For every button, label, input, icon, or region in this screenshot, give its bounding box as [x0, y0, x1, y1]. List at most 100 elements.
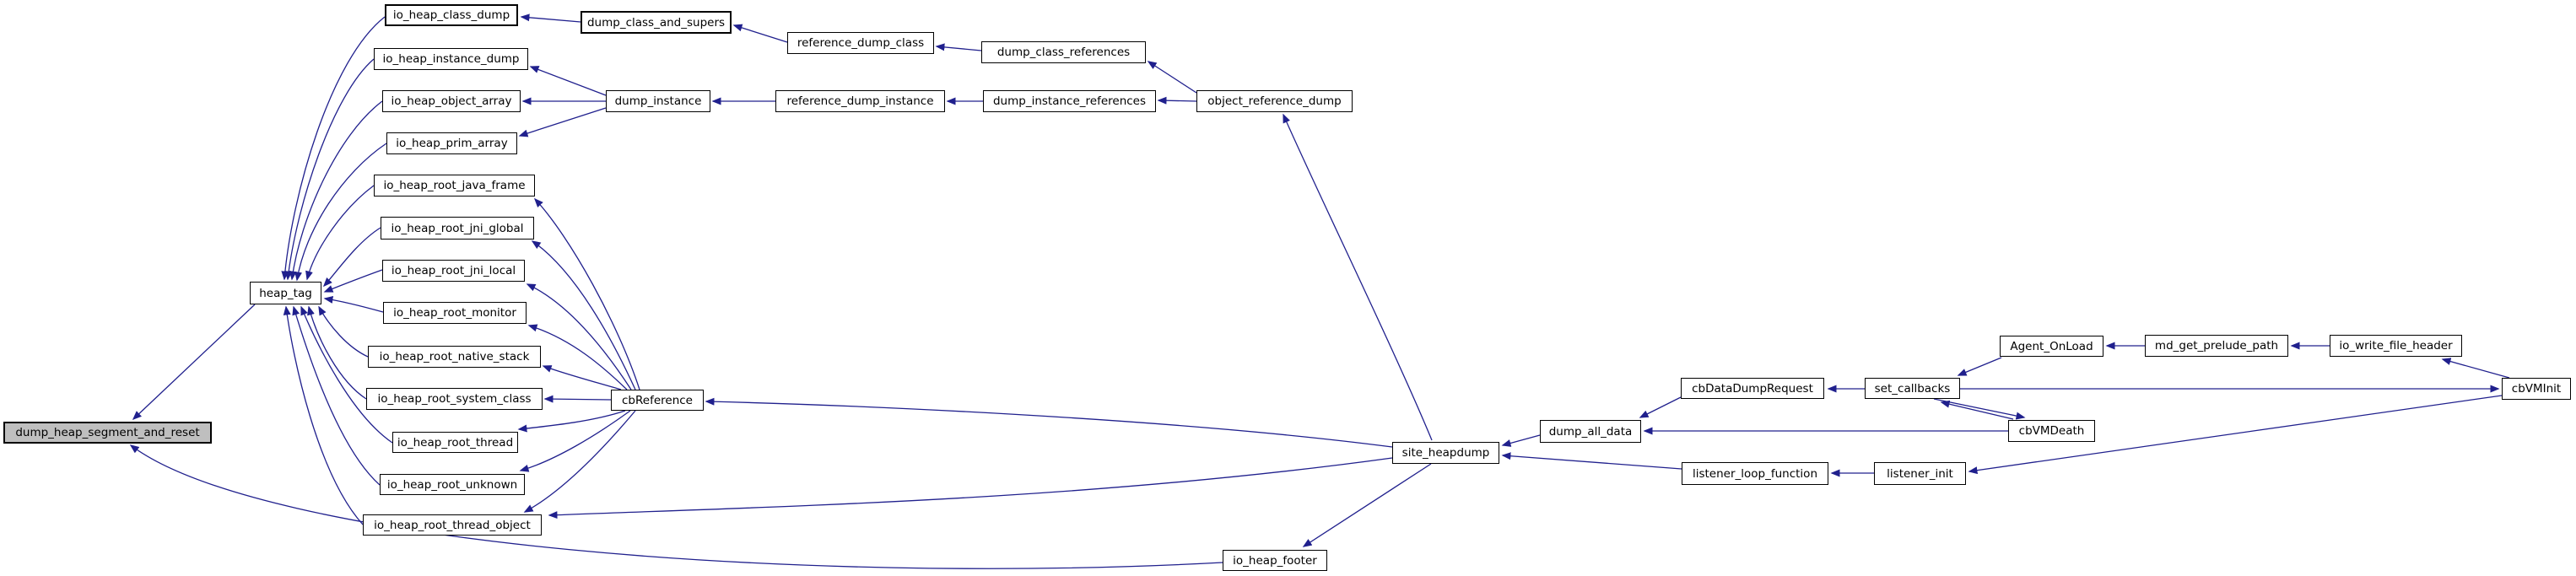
graph-node-label: io_heap_object_array	[391, 94, 512, 108]
graph-node-label: io_heap_root_thread_object	[374, 518, 531, 532]
graph-node-label: io_heap_root_monitor	[393, 306, 516, 320]
graph-node-io_heap_footer[interactable]: io_heap_footer	[1223, 550, 1327, 571]
graph-node-label: io_heap_root_native_stack	[379, 350, 530, 363]
edge-object_reference_dump-to-dump_class_references	[1147, 61, 1197, 94]
graph-node-label: io_write_file_header	[2339, 339, 2453, 353]
graph-node-label: io_heap_instance_dump	[382, 52, 520, 66]
graph-node-dump_class_and_supers[interactable]: dump_class_and_supers	[581, 11, 732, 34]
edge-dump_all_data-to-site_heapdump	[1501, 434, 1541, 447]
graph-node-cbDataDumpRequest[interactable]: cbDataDumpRequest	[1681, 378, 1824, 399]
graph-node-io_heap_prim_array[interactable]: io_heap_prim_array	[386, 132, 517, 154]
graph-node-label: md_get_prelude_path	[2154, 339, 2279, 353]
graph-node-label: io_heap_root_system_class	[377, 392, 532, 406]
edge-cbReference-to-io_heap_root_unknown	[519, 410, 631, 472]
edge-cbReference-to-io_heap_root_system_class	[543, 395, 612, 403]
edge-cbReference-to-io_heap_root_java_frame	[533, 197, 640, 390]
edge-io_heap_root_java_frame-to-heap_tag	[305, 185, 375, 281]
graph-node-label: cbVMDeath	[2018, 424, 2085, 438]
edge-cbVMDeath-to-set_callbacks	[1940, 400, 2014, 420]
graph-node-label: dump_heap_segment_and_reset	[15, 426, 200, 439]
edge-Agent_OnLoad-to-set_callbacks	[1957, 357, 2002, 376]
edge-object_reference_dump-to-dump_instance_references	[1157, 96, 1197, 105]
graph-node-io_heap_class_dump[interactable]: io_heap_class_dump	[385, 4, 518, 26]
edge-listener_loop_function-to-site_heapdump	[1501, 452, 1682, 470]
edge-io_heap_root_jni_local-to-heap_tag	[323, 269, 383, 293]
graph-node-io_heap_instance_dump[interactable]: io_heap_instance_dump	[374, 48, 528, 70]
edge-dump_class_references-to-reference_dump_class	[935, 43, 982, 51]
graph-node-label: Agent_OnLoad	[2010, 339, 2093, 353]
edge-io_heap_object_array-to-heap_tag	[289, 100, 383, 281]
graph-node-io_heap_root_jni_local[interactable]: io_heap_root_jni_local	[382, 260, 525, 282]
graph-node-dump_class_references[interactable]: dump_class_references	[981, 41, 1146, 63]
graph-node-label: cbReference	[622, 393, 693, 407]
graph-node-io_heap_root_thread[interactable]: io_heap_root_thread	[392, 432, 518, 453]
graph-node-io_heap_root_system_class[interactable]: io_heap_root_system_class	[366, 388, 543, 410]
graph-node-dump_instance[interactable]: dump_instance	[606, 90, 710, 112]
graph-node-label: dump_class_references	[996, 46, 1131, 59]
graph-node-label: object_reference_dump	[1207, 94, 1342, 108]
edge-cbVMInit-to-io_write_file_header	[2441, 358, 2510, 379]
graph-node-io_heap_root_jni_global[interactable]: io_heap_root_jni_global	[381, 217, 534, 240]
graph-node-label: dump_instance	[614, 94, 702, 108]
graph-node-md_get_prelude_path[interactable]: md_get_prelude_path	[2145, 335, 2288, 357]
graph-node-dump_instance_references[interactable]: dump_instance_references	[983, 90, 1156, 112]
graph-node-io_heap_object_array[interactable]: io_heap_object_array	[382, 90, 521, 112]
graph-node-label: io_heap_prim_array	[396, 137, 508, 150]
edge-site_heapdump-to-io_heap_root_thread_object	[548, 457, 1393, 519]
graph-node-Agent_OnLoad[interactable]: Agent_OnLoad	[2000, 336, 2103, 357]
edge-dump_class_and_supers-to-io_heap_class_dump	[520, 13, 581, 23]
graph-node-io_heap_root_native_stack[interactable]: io_heap_root_native_stack	[368, 346, 541, 368]
edge-heap_tag-to-dump_heap_segment_and_reset	[132, 304, 256, 421]
graph-node-reference_dump_class[interactable]: reference_dump_class	[787, 32, 934, 54]
graph-node-listener_init[interactable]: listener_init	[1874, 462, 1966, 485]
edge-cbVMInit-to-listener_init	[1968, 395, 2503, 475]
graph-node-listener_loop_function[interactable]: listener_loop_function	[1682, 462, 1828, 485]
graph-node-label: io_heap_root_java_frame	[383, 179, 526, 192]
graph-node-label: cbVMInit	[2511, 382, 2562, 396]
graph-node-label: heap_tag	[259, 286, 312, 300]
graph-node-label: listener_loop_function	[1692, 466, 1818, 481]
graph-node-label: reference_dump_class	[797, 36, 925, 50]
graph-node-site_heapdump[interactable]: site_heapdump	[1392, 442, 1499, 464]
graph-node-reference_dump_instance[interactable]: reference_dump_instance	[775, 90, 945, 112]
graph-node-label: dump_all_data	[1548, 424, 1633, 439]
graph-node-dump_heap_segment_and_reset: dump_heap_segment_and_reset	[3, 422, 212, 444]
edge-reference_dump_class-to-dump_class_and_supers	[732, 24, 788, 43]
edge-dump_instance-to-io_heap_instance_dump	[529, 66, 607, 96]
edge-io_heap_root_unknown-to-heap_tag	[292, 305, 381, 486]
edge-io_heap_root_thread_object-to-heap_tag	[283, 305, 364, 525]
graph-node-set_callbacks[interactable]: set_callbacks	[1865, 378, 1960, 399]
graph-node-io_heap_root_java_frame[interactable]: io_heap_root_java_frame	[374, 175, 535, 196]
graph-node-label: set_callbacks	[1874, 381, 1951, 396]
edge-dump_instance-to-io_heap_prim_array	[518, 107, 607, 137]
edge-cbReference-to-io_heap_root_thread_object	[523, 410, 636, 513]
graph-node-cbVMDeath[interactable]: cbVMDeath	[2008, 420, 2095, 442]
edge-io_heap_root_monitor-to-heap_tag	[323, 295, 384, 313]
graph-node-cbReference[interactable]: cbReference	[611, 390, 704, 411]
edge-cbReference-to-io_heap_root_monitor	[527, 324, 628, 390]
graph-node-io_write_file_header[interactable]: io_write_file_header	[2330, 335, 2462, 357]
graph-node-label: io_heap_root_thread	[397, 435, 514, 449]
edge-cbReference-to-io_heap_root_jni_global	[531, 240, 636, 390]
graph-node-cbVMInit[interactable]: cbVMInit	[2502, 378, 2571, 400]
edge-io_heap_root_system_class-to-heap_tag	[307, 305, 367, 400]
edge-io_heap_footer-to-dump_heap_segment_and_reset	[129, 444, 1223, 569]
graph-node-label: io_heap_root_unknown	[386, 477, 518, 492]
graph-node-io_heap_root_monitor[interactable]: io_heap_root_monitor	[383, 302, 527, 324]
graph-node-label: io_heap_root_jni_global	[391, 221, 524, 235]
graph-node-object_reference_dump[interactable]: object_reference_dump	[1196, 90, 1353, 112]
edge-cbReference-to-io_heap_root_native_stack	[542, 365, 622, 390]
graph-node-label: dump_instance_references	[992, 94, 1147, 108]
edge-io_heap_prim_array-to-heap_tag	[294, 143, 387, 282]
graph-node-dump_all_data[interactable]: dump_all_data	[1540, 420, 1641, 443]
graph-node-label: io_heap_root_jni_local	[391, 264, 516, 277]
graph-node-heap_tag[interactable]: heap_tag	[250, 282, 321, 304]
graph-node-io_heap_root_unknown[interactable]: io_heap_root_unknown	[380, 474, 525, 495]
graph-node-label: reference_dump_instance	[786, 94, 934, 108]
graph-node-label: io_heap_footer	[1233, 553, 1317, 568]
graph-node-label: cbDataDumpRequest	[1692, 381, 1813, 396]
graph-node-io_heap_root_thread_object[interactable]: io_heap_root_thread_object	[363, 514, 542, 536]
edge-io_heap_root_native_stack-to-heap_tag	[318, 305, 369, 358]
